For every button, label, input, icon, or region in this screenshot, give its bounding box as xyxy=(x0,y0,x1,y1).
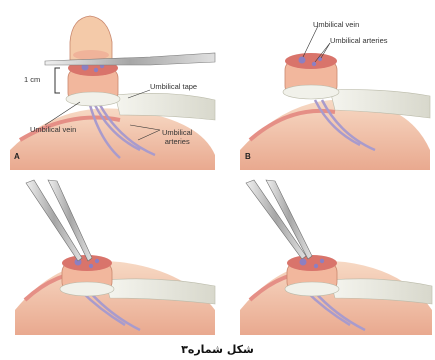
artery-lumen xyxy=(312,62,316,66)
leader-vein xyxy=(303,26,318,57)
panel-letter-b: B xyxy=(245,152,251,161)
vein-lumen xyxy=(299,57,306,64)
label-umbilical-vein: Umbilical vein xyxy=(30,125,76,134)
artery-lumen xyxy=(94,68,98,72)
tape-tie xyxy=(285,282,339,296)
cut-surface xyxy=(287,255,337,271)
tape-tie xyxy=(66,92,120,106)
figure-caption: شکل شماره۳ xyxy=(0,343,435,356)
label-umbilical-vein: Umbilical vein xyxy=(313,20,359,29)
tape-tie xyxy=(60,282,114,296)
artery-lumen xyxy=(89,264,93,268)
panel-b xyxy=(240,26,430,170)
vein-lumen xyxy=(300,259,307,266)
panel-c xyxy=(15,180,215,335)
tape-tie xyxy=(283,85,339,99)
label-umbilical-arteries: Umbilical arteries xyxy=(330,36,388,45)
label-umbilical-arteries: Umbilical arteries xyxy=(162,128,192,146)
bracket-1cm xyxy=(55,68,60,93)
artery-lumen xyxy=(314,264,318,268)
label-umbilical-tape: Umbilical tape xyxy=(150,82,197,91)
label-1cm: 1 cm xyxy=(24,75,40,84)
cut-surface xyxy=(285,53,337,69)
artery-lumen xyxy=(320,259,324,263)
panel-letter-a: A xyxy=(14,152,20,161)
panel-a xyxy=(10,16,215,170)
panel-d xyxy=(240,180,432,335)
artery-lumen xyxy=(95,259,99,263)
